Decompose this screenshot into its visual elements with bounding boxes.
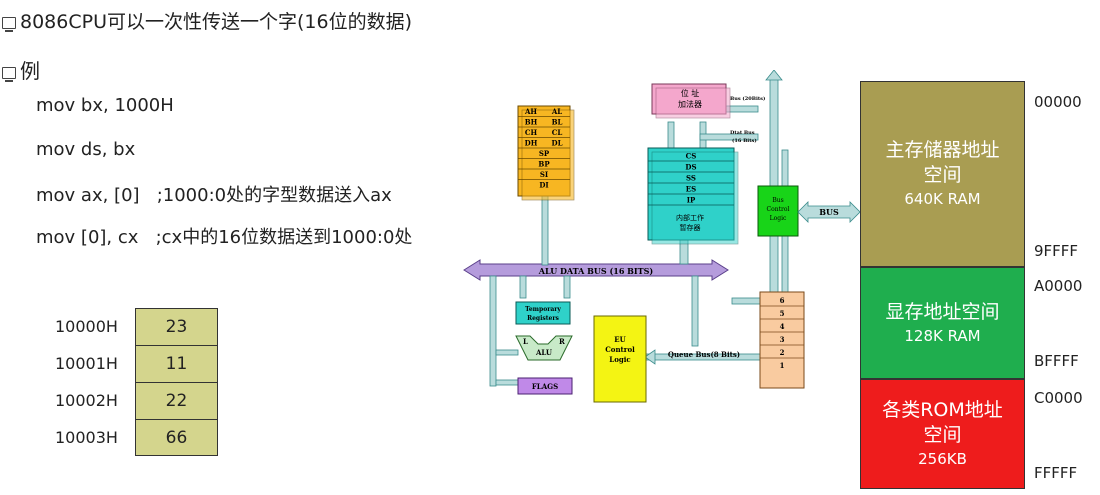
segment-register: DS [685, 163, 696, 172]
memory-map-address: C0000 [1034, 389, 1083, 407]
adder-label-line1: 位 址 [681, 88, 700, 98]
temp-registers-label: Temporary [525, 306, 561, 313]
adder-label-line2: 加法器 [678, 99, 702, 109]
memory-map-rom: 各类ROM地址空间 256KB [860, 379, 1025, 489]
alu-data-bus [463, 259, 729, 281]
code-line: mov ds, bx [36, 139, 136, 160]
register-high: DH [525, 139, 538, 148]
memory-value: 22 [135, 382, 218, 419]
dtat-bus-label: Dtat Bus [730, 130, 755, 136]
temporary-registers [515, 301, 571, 325]
dtat-bus-bits-label: (16 Bits) [732, 137, 757, 144]
computer-icon [2, 17, 16, 32]
segment-register: IP [687, 196, 696, 205]
queue-bus-label: Queue Bus(8 Bits) [668, 350, 740, 359]
register-low: BL [552, 118, 563, 127]
alu [515, 335, 573, 361]
instruction-queue: 6 5 4 3 2 1 [759, 291, 805, 389]
register-high: AH [524, 107, 537, 116]
example-heading: 例 [2, 55, 40, 84]
memory-region-name: 显存地址空间 [885, 300, 1000, 323]
index-register: SP [539, 149, 550, 158]
memory-region-name: 主存储器地址空间 [885, 139, 1000, 186]
bus-20bits-label: Bus (20Bits) [730, 95, 765, 102]
memory-map-main-ram: 主存储器地址空间 640K RAM [860, 81, 1025, 267]
alu-data-bus-label: ALU DATA BUS (16 BITS) [538, 266, 654, 276]
queue-slot: 4 [780, 322, 785, 331]
memory-map-address: A0000 [1034, 277, 1083, 295]
internal-regs-label-line1: 内部工作 [676, 213, 704, 222]
memory-value: 23 [135, 308, 218, 345]
memory-value: 11 [135, 345, 218, 382]
queue-slot: 6 [780, 296, 785, 305]
segment-register: SS [686, 174, 696, 183]
page-title: 8086CPU可以一次性传送一个字(16位的数据) [2, 7, 412, 34]
queue-slot: 5 [780, 309, 785, 318]
register-low: AL [551, 107, 562, 116]
eu-control-label: EU [614, 335, 625, 344]
eu-control-label: Control [605, 345, 635, 354]
memory-region-size: 256KB [918, 450, 967, 468]
segment-registers: CS DS SS ES IP [647, 147, 739, 245]
register-low: DL [552, 139, 563, 148]
eu-control-logic [593, 315, 647, 403]
alu-label: ALU [535, 348, 552, 357]
bus-control-label: Control [767, 206, 790, 213]
computer-icon [2, 67, 16, 82]
bus-control-label: Logic [770, 215, 787, 222]
alu-r-label: R [559, 337, 565, 346]
page-title-text: 8086CPU可以一次性传送一个字(16位的数据) [20, 11, 412, 33]
temp-registers-label: Registers [527, 315, 559, 322]
memory-map-address: 9FFFF [1034, 242, 1079, 260]
bus-control-logic [757, 185, 799, 237]
memory-address: 10000H [55, 317, 118, 336]
memory-map-address: FFFFF [1034, 464, 1078, 482]
register-high: BH [525, 118, 538, 127]
register-high: CH [525, 128, 538, 137]
memory-region-size: 640K RAM [904, 190, 981, 208]
memory-map-video-ram: 显存地址空间 128K RAM [860, 267, 1025, 379]
alu-l-label: L [523, 337, 528, 346]
code-line: mov [0], cx ;cx中的16位数据送到1000:0处 [36, 227, 413, 248]
memory-region-size: 128K RAM [904, 326, 981, 345]
memory-map-address: BFFFF [1034, 352, 1079, 370]
eu-control-label: Logic [609, 355, 630, 364]
segment-register: CS [686, 152, 697, 161]
bus-control-label: Bus [772, 197, 783, 204]
index-register: SI [540, 170, 548, 179]
code-line: mov ax, [0] ;1000:0处的字型数据送入ax [36, 185, 392, 206]
flags-register [517, 377, 573, 395]
memory-value: 66 [135, 419, 218, 456]
memory-address: 10001H [55, 354, 118, 373]
example-heading-text: 例 [20, 59, 40, 83]
memory-address: 10003H [55, 428, 118, 447]
external-bus [797, 201, 860, 223]
flags-label: FLAGS [532, 382, 558, 391]
code-line: mov bx, 1000H [36, 95, 174, 116]
queue-slot: 1 [780, 361, 785, 370]
queue-slot: 2 [780, 348, 785, 357]
memory-address: 10002H [55, 391, 118, 410]
memory-map-address: 00000 [1034, 93, 1082, 111]
register-low: CL [552, 128, 563, 137]
segment-register: ES [686, 185, 696, 194]
index-register: DI [539, 181, 548, 190]
internal-regs-label-line2: 暂存器 [680, 223, 701, 232]
queue-slot: 3 [780, 335, 785, 344]
memory-region-name: 各类ROM地址空间 [882, 399, 1003, 446]
bus-label: BUS [819, 207, 839, 217]
index-register: BP [538, 160, 550, 169]
address-adder [651, 83, 731, 119]
